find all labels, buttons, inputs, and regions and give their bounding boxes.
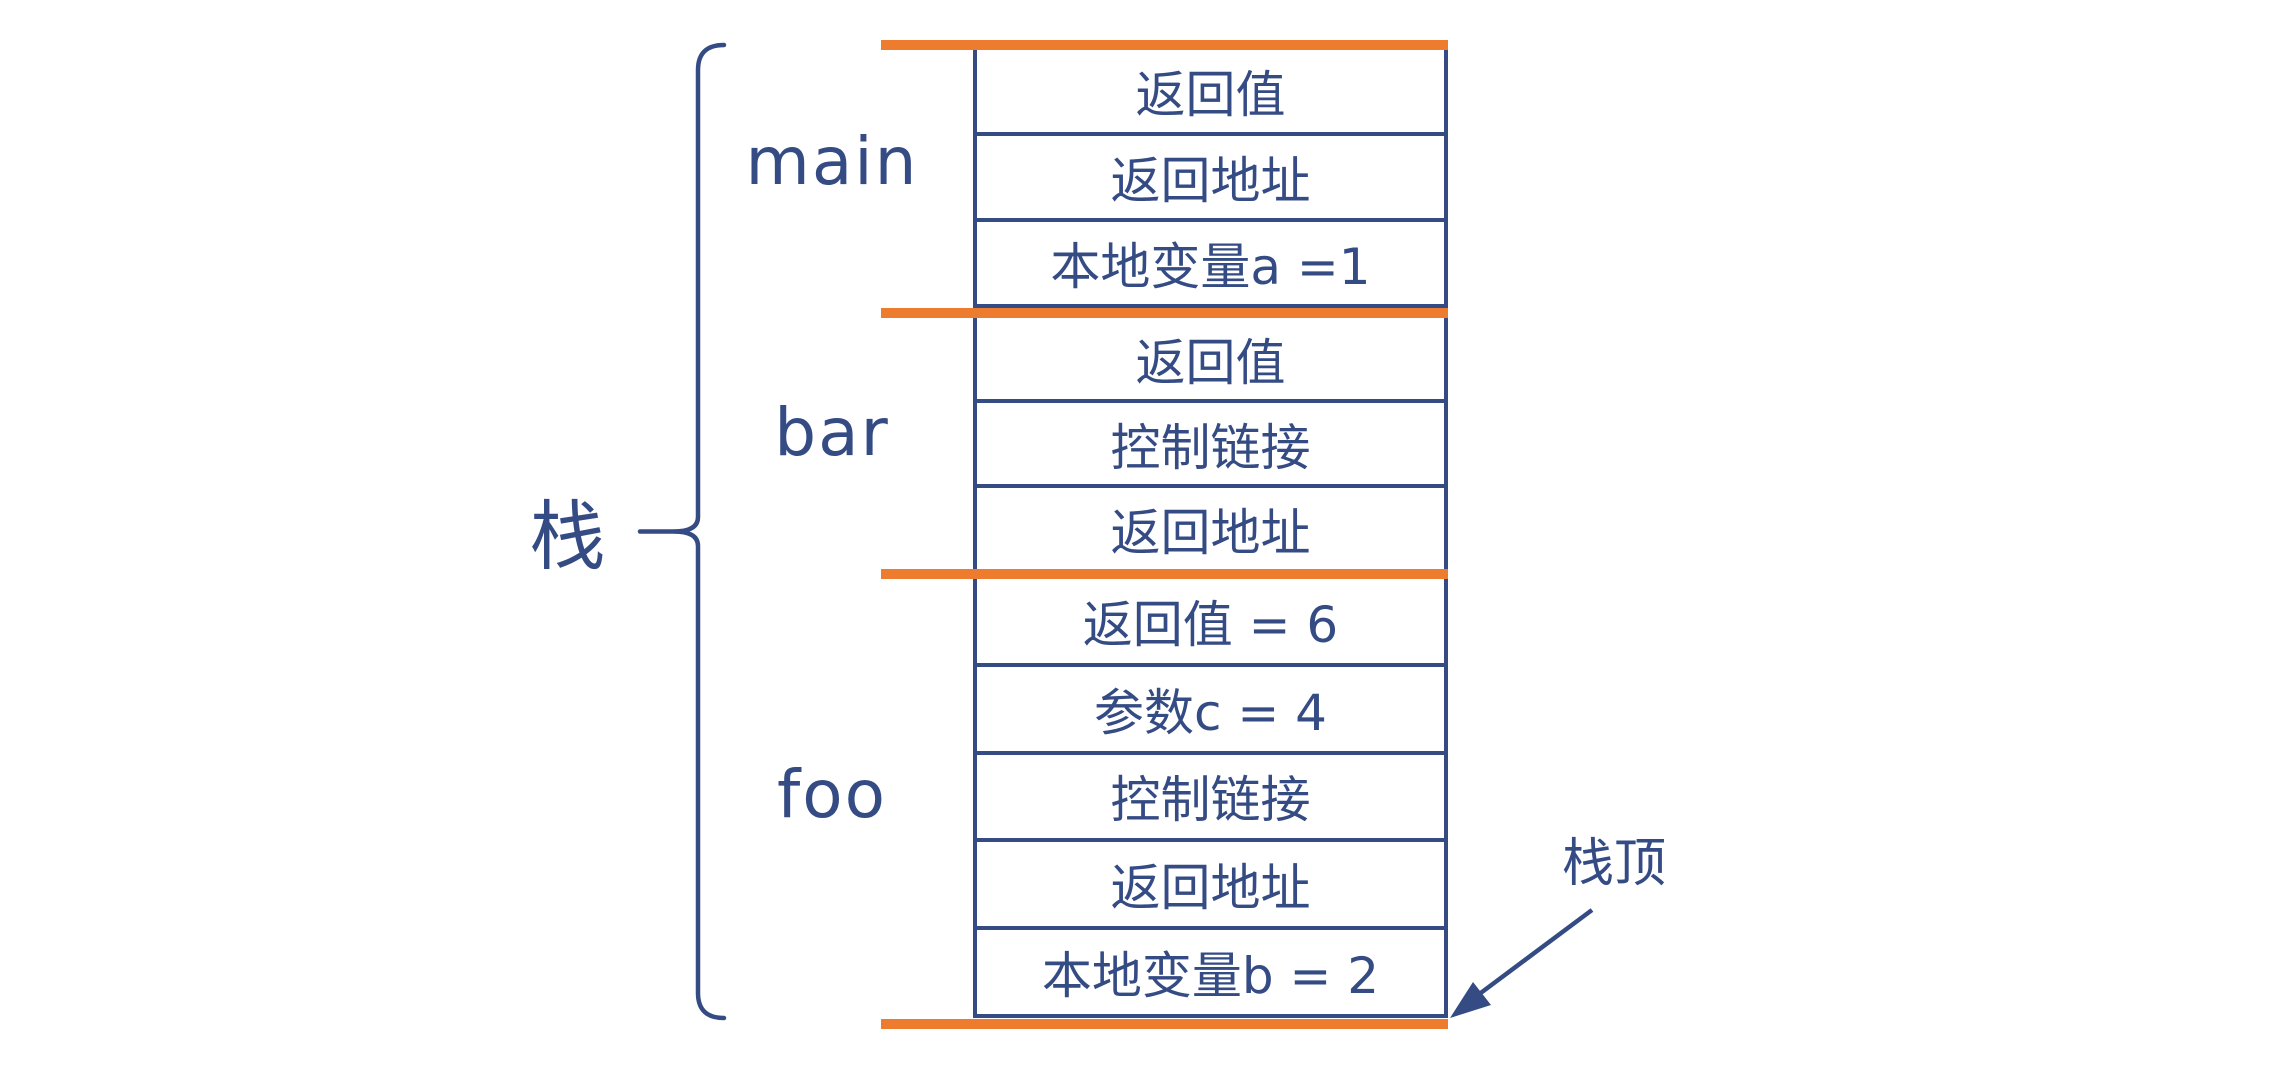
cell-foo-param-c: 参数c = 4 [977,662,1444,751]
frame-separator-bottom [881,1019,1448,1029]
cell-main-return-value: 返回值 [1135,66,1286,124]
stack-frame-main: 返回值 返回地址 本地变量a =1 [973,50,1448,308]
frame-label-bar: bar [774,394,890,471]
frame-separator-top [881,40,1448,50]
stack-label: 栈 [529,492,606,581]
cell-foo-control-link: 控制链接 [977,750,1444,839]
cell-main-local-var-a: 本地变量a =1 [977,218,1444,304]
cell-main-return-address: 返回地址 [977,132,1444,218]
cell-bar-control-link: 控制链接 [977,399,1444,484]
cell-bar-return-address: 返回地址 [977,484,1444,569]
stack-frame-bar: 返回值 控制链接 返回地址 [973,318,1448,573]
cell-foo-return-address: 返回地址 [977,838,1444,926]
cell-bar-return-value: 返回值 [1135,333,1286,392]
frame-label-foo: foo [777,756,887,833]
frame-separator-main-bar [881,308,1448,318]
stack-top-arrow-icon [1450,908,1594,1018]
cell-foo-return-value: 返回值 = 6 [1082,595,1339,654]
frame-label-main: main [745,123,919,200]
frame-separator-bar-foo [881,569,1448,579]
cell-foo-local-var-b: 本地变量b = 2 [977,926,1444,1014]
stack-top-label: 栈顶 [1561,834,1666,894]
stack-frame-foo: 返回值 = 6 参数c = 4 控制链接 返回地址 本地变量b = 2 [973,579,1448,1018]
stack-brace-icon [637,42,727,1021]
